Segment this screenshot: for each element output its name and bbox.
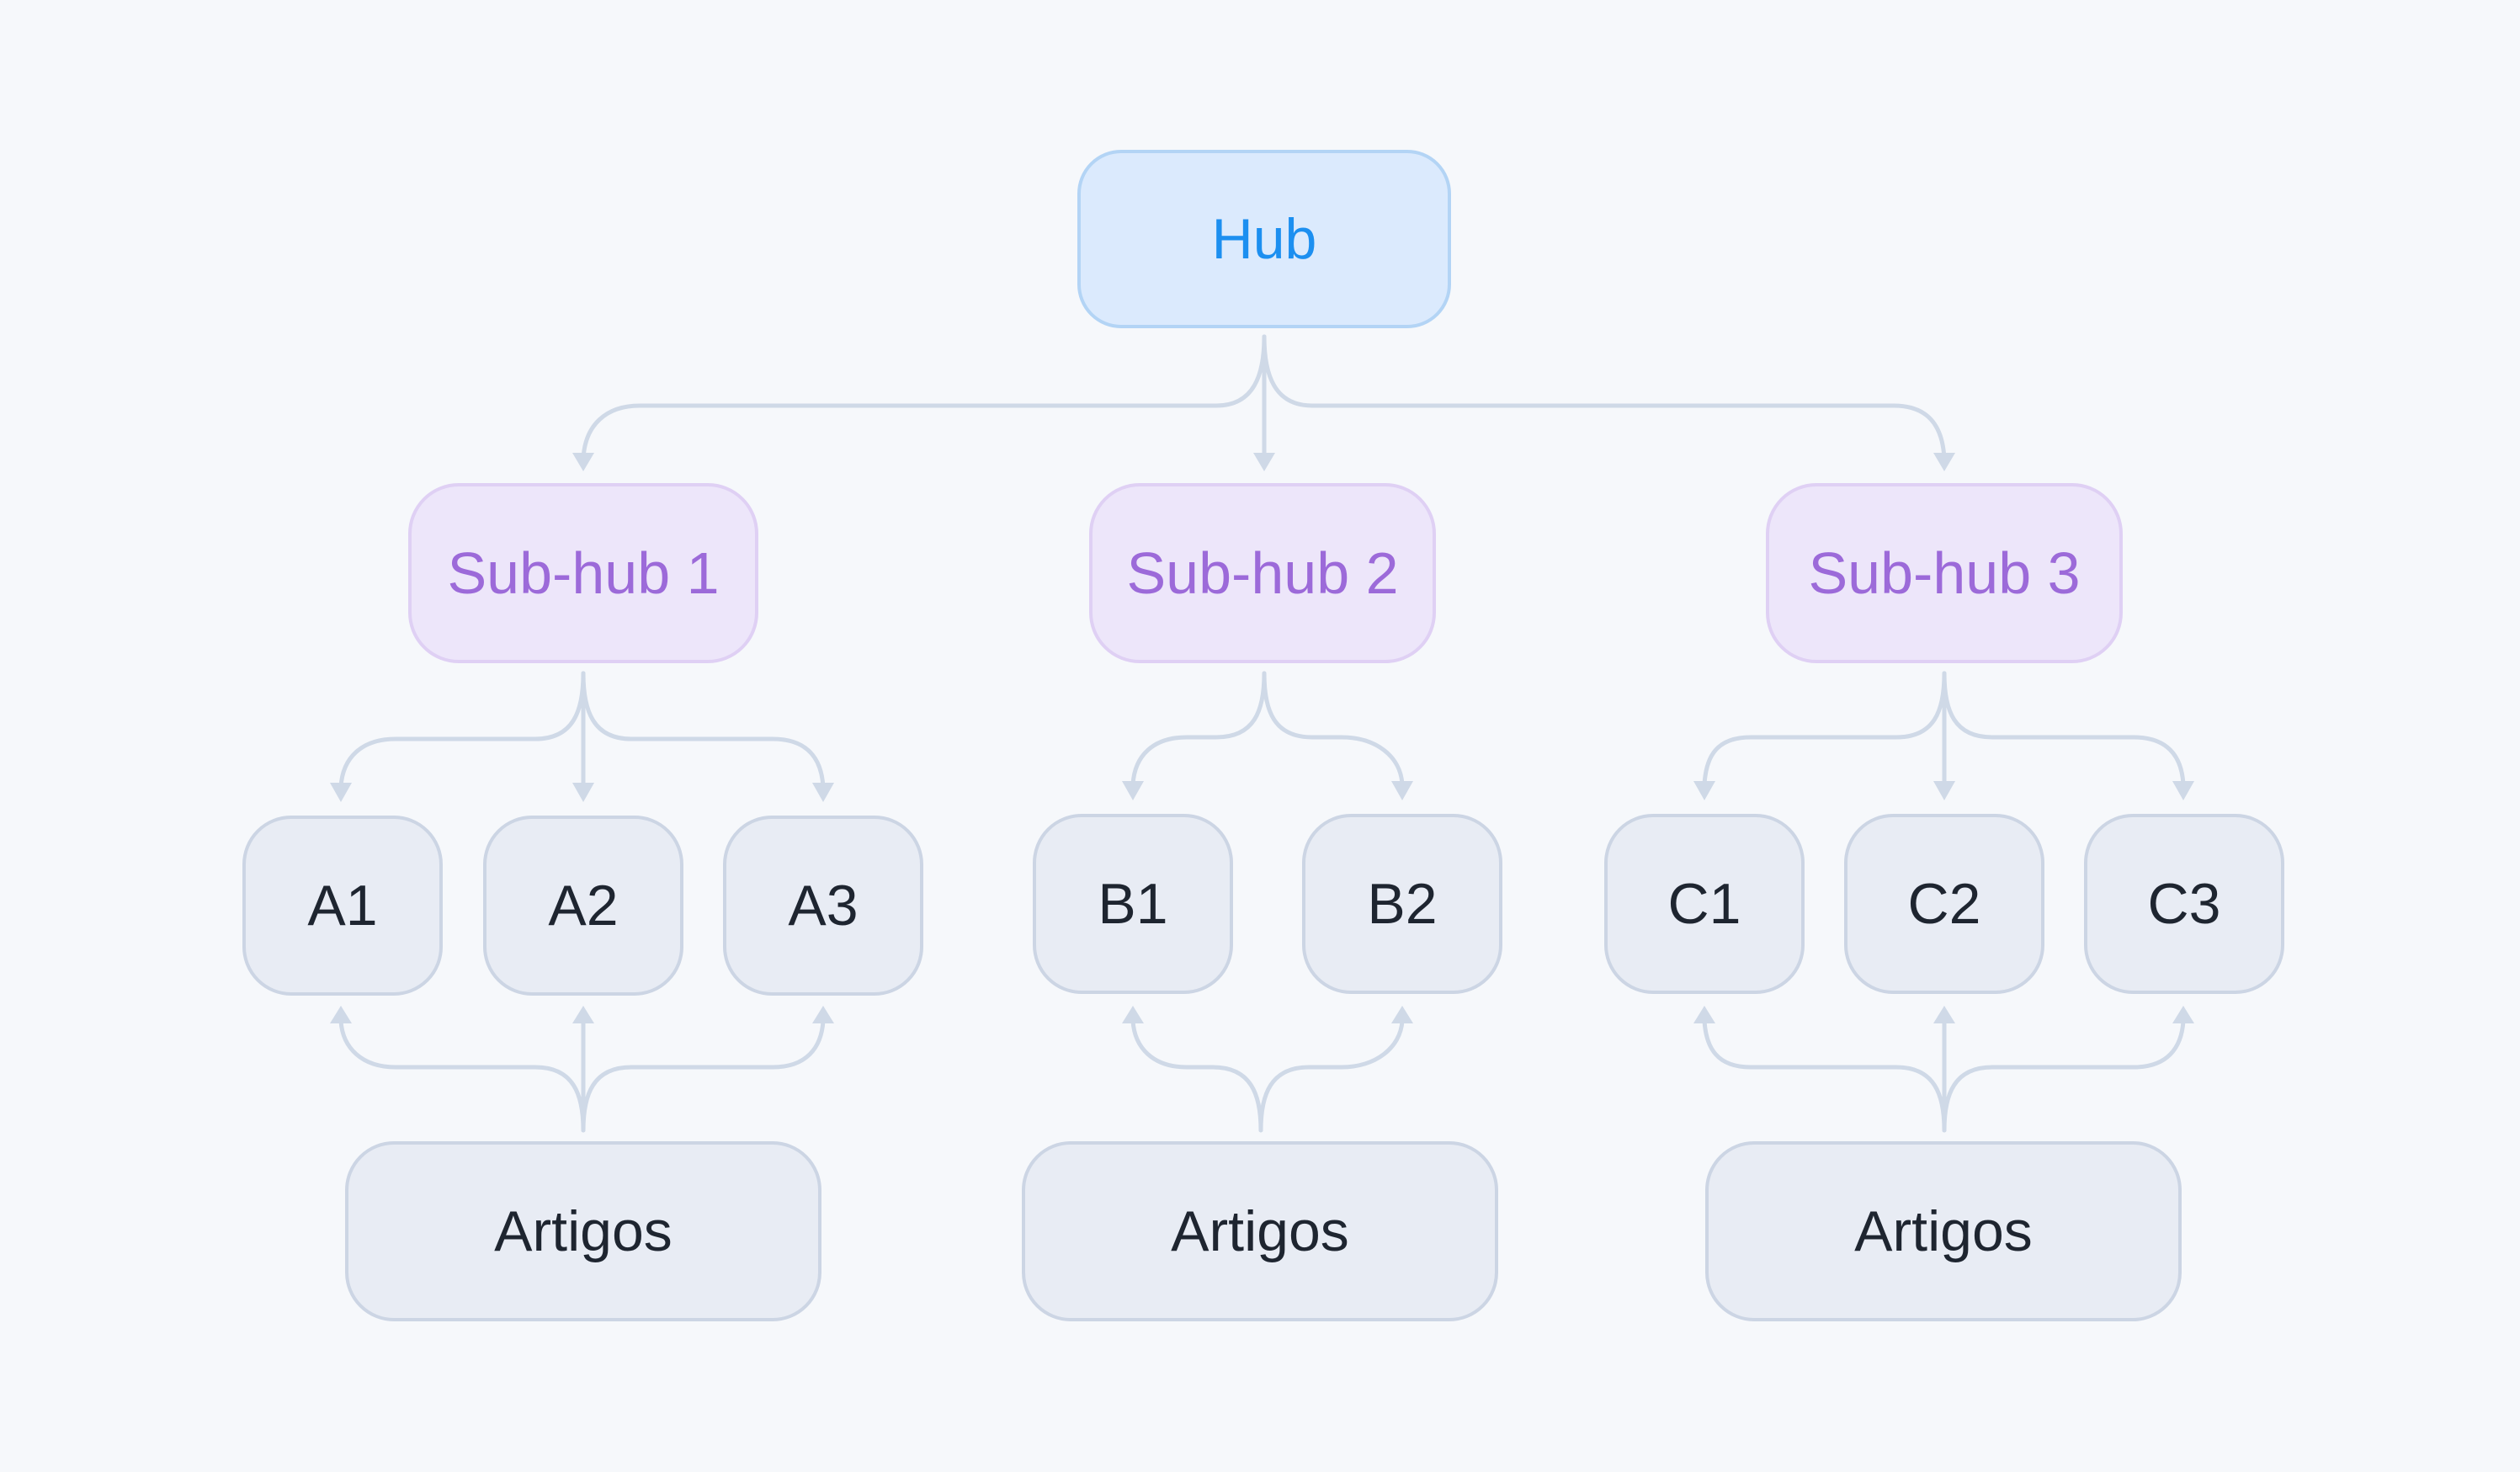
arrowhead-up-a2: [572, 1006, 594, 1023]
arrowhead-subhub-1: [572, 453, 594, 471]
leaf-label: B2: [1367, 872, 1438, 936]
subhub-label: Sub-hub 1: [447, 540, 720, 606]
leaf-node-c3: C3: [2084, 814, 2284, 994]
arrowhead-c2: [1933, 781, 1955, 800]
leaf-label: A2: [548, 874, 619, 938]
arrowhead-up-a1: [330, 1006, 352, 1023]
connector-subhub-2-b2: [1262, 671, 1405, 787]
connector-hub-subhub-3: [1262, 334, 1947, 461]
arrowhead-c3: [2172, 781, 2194, 800]
arrowhead-subhub-2: [1253, 453, 1275, 471]
artigos-node-a: Artigos: [345, 1141, 821, 1321]
arrowhead-up-c1: [1693, 1006, 1715, 1023]
leaf-label: C3: [2147, 872, 2221, 936]
leaf-node-a2: A2: [483, 816, 683, 996]
arrowhead-a2: [572, 783, 594, 802]
leaf-node-c2: C2: [1844, 814, 2044, 994]
subhub-label: Sub-hub 3: [1808, 540, 2081, 606]
connector-subhub-1-a1: [338, 671, 586, 789]
arrowhead-a3: [812, 783, 834, 802]
subhub-node-2: Sub-hub 2: [1089, 483, 1436, 663]
leaf-node-a1: A1: [242, 816, 443, 996]
arrowhead-b1: [1122, 781, 1144, 800]
leaf-label: B1: [1098, 872, 1168, 936]
connector-artigos-a3: [581, 1018, 826, 1133]
leaf-label: C1: [1667, 872, 1741, 936]
connector-artigos-a1: [338, 1018, 586, 1133]
arrowhead-up-a3: [812, 1006, 834, 1023]
artigos-node-b: Artigos: [1022, 1141, 1498, 1321]
arrowhead-a1: [330, 783, 352, 802]
artigos-label: Artigos: [1171, 1199, 1349, 1263]
connector-artigos-c3: [1942, 1018, 2186, 1133]
hub-node: Hub: [1077, 150, 1451, 328]
arrowhead-up-b1: [1122, 1006, 1144, 1023]
connector-artigos-c1: [1702, 1018, 1947, 1133]
connector-artigos-b2: [1258, 1018, 1405, 1133]
arrowhead-subhub-3: [1933, 453, 1955, 471]
leaf-label: A1: [307, 874, 378, 938]
artigos-node-c: Artigos: [1705, 1141, 2182, 1321]
leaf-label: A3: [788, 874, 859, 938]
connector-subhub-3-c3: [1942, 671, 2186, 787]
subhub-node-3: Sub-hub 3: [1766, 483, 2123, 663]
arrowhead-up-c3: [2172, 1006, 2194, 1023]
arrowhead-up-b2: [1391, 1006, 1413, 1023]
connector-subhub-3-c1: [1702, 671, 1947, 787]
leaf-node-c1: C1: [1604, 814, 1805, 994]
subhub-label: Sub-hub 2: [1126, 540, 1399, 606]
subhub-node-1: Sub-hub 1: [408, 483, 758, 663]
arrowhead-up-c2: [1933, 1006, 1955, 1023]
artigos-label: Artigos: [494, 1199, 673, 1263]
leaf-node-b2: B2: [1302, 814, 1502, 994]
arrowhead-c1: [1693, 781, 1715, 800]
connector-hub-subhub-1: [581, 334, 1267, 461]
artigos-label: Artigos: [1854, 1199, 2033, 1263]
arrowhead-b2: [1391, 781, 1413, 800]
connector-artigos-b1: [1130, 1018, 1263, 1133]
leaf-label: C2: [1907, 872, 1981, 936]
connector-subhub-2-b1: [1130, 671, 1267, 787]
hub-label: Hub: [1211, 207, 1317, 271]
connector-subhub-1-a3: [581, 671, 826, 789]
leaf-node-b1: B1: [1033, 814, 1233, 994]
leaf-node-a3: A3: [723, 816, 923, 996]
